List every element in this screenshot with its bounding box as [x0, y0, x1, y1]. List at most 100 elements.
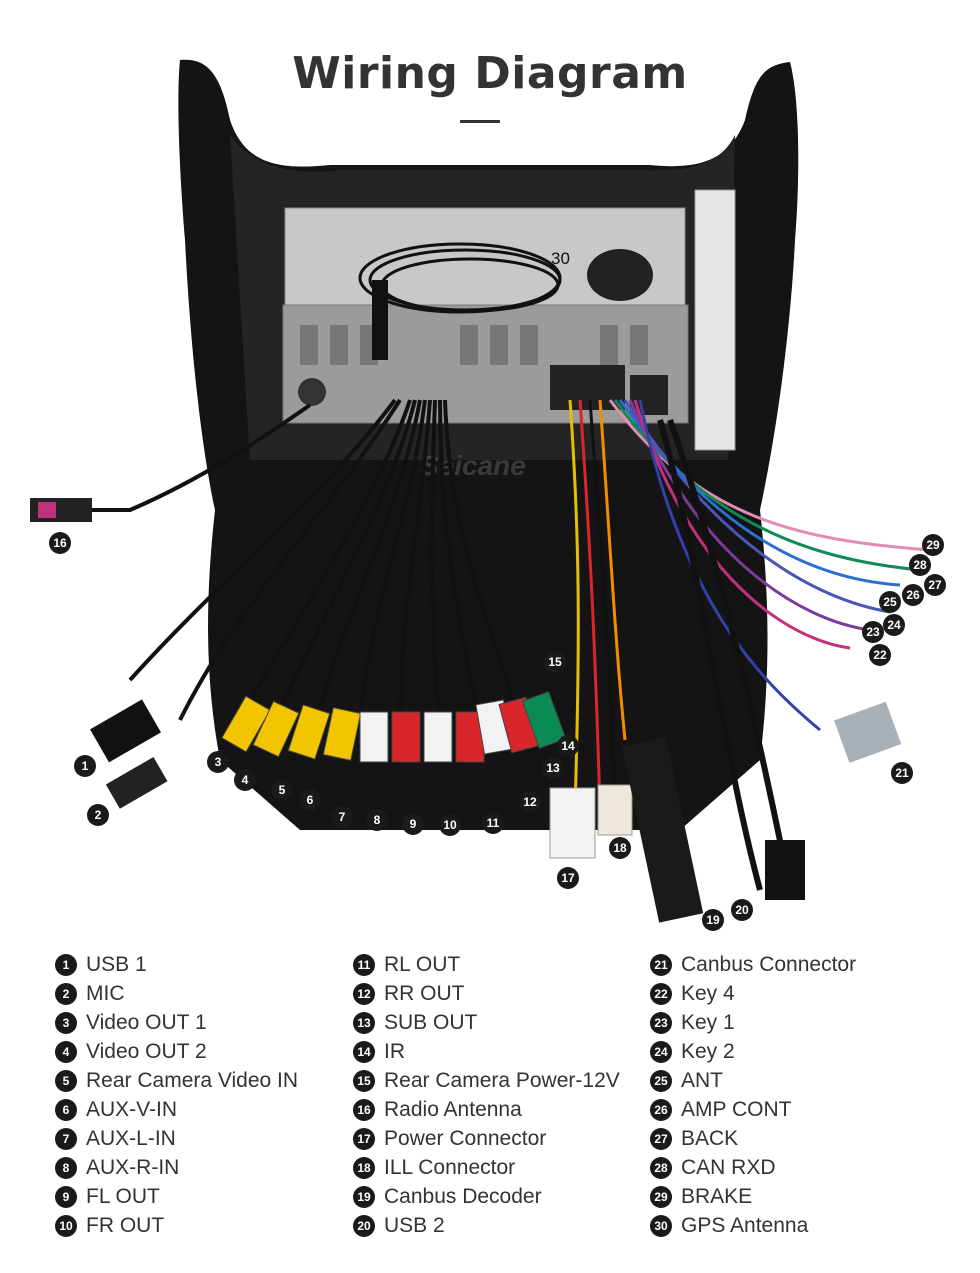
legend-number: 6	[55, 1098, 77, 1121]
legend-label: AUX-R-IN	[86, 1155, 180, 1179]
legend-label: AUX-V-IN	[86, 1097, 178, 1121]
legend-number: 25	[650, 1069, 672, 1092]
svg-text:20: 20	[735, 903, 749, 917]
legend-item: 29 BRAKE	[650, 1182, 856, 1211]
callout-19: 19	[702, 909, 724, 931]
legend-item: 30 GPS Antenna	[650, 1211, 856, 1240]
callout-29: 29	[922, 534, 944, 556]
page-title: Wiring Diagram	[292, 48, 688, 99]
callout-24: 24	[883, 614, 905, 636]
legend-number: 9	[55, 1185, 77, 1208]
legend-number: 21	[650, 953, 672, 976]
svg-text:28: 28	[913, 558, 927, 572]
legend-number: 14	[353, 1040, 375, 1063]
av-harness-cables	[128, 398, 522, 731]
radio-antenna-cable	[90, 403, 312, 512]
legend-label: Canbus Connector	[681, 952, 857, 976]
legend-item: 25 ANT	[650, 1066, 856, 1095]
callout-18: 18	[609, 837, 631, 859]
legend-number: 7	[55, 1127, 77, 1150]
legend-label: Rear Camera Power-12V	[384, 1068, 620, 1092]
callout-14: 14	[557, 735, 579, 757]
callout-9: 9	[402, 813, 424, 835]
legend-label: Rear Camera Video IN	[86, 1068, 299, 1092]
svg-text:19: 19	[706, 913, 720, 927]
wiring-diagram: Seicane	[30, 59, 946, 931]
legend-number: 10	[55, 1214, 77, 1237]
legend-item: 7 AUX-L-IN	[55, 1124, 298, 1153]
callout-30: 30	[551, 249, 570, 268]
svg-text:7: 7	[339, 810, 346, 824]
title-underline	[460, 120, 500, 123]
callout-11: 11	[482, 812, 504, 834]
svg-text:6: 6	[307, 793, 314, 807]
legend-number: 3	[55, 1011, 77, 1034]
legend-label: ANT	[681, 1068, 723, 1092]
svg-text:12: 12	[523, 795, 537, 809]
svg-text:17: 17	[561, 871, 575, 885]
svg-text:29: 29	[926, 538, 940, 552]
svg-text:8: 8	[374, 813, 381, 827]
canbus-cables	[657, 418, 793, 891]
legend-label: AMP CONT	[681, 1097, 792, 1121]
legend-label: BACK	[681, 1126, 739, 1150]
svg-text:3: 3	[215, 755, 222, 769]
legend-number: 2	[55, 982, 77, 1005]
legend-label: SUB OUT	[384, 1010, 478, 1034]
legend-number: 23	[650, 1011, 672, 1034]
callout-28: 28	[909, 554, 931, 576]
power-connector	[549, 787, 596, 859]
antenna-socket	[298, 378, 326, 406]
legend-number: 8	[55, 1156, 77, 1179]
callout-23: 23	[862, 621, 884, 643]
callout-6: 6	[299, 789, 321, 811]
callout-27: 27	[924, 574, 946, 596]
legend-label: USB 2	[384, 1213, 445, 1237]
side-bracket	[694, 189, 736, 451]
legend-number: 29	[650, 1185, 672, 1208]
svg-text:26: 26	[906, 588, 920, 602]
callout-4: 4	[234, 769, 256, 791]
legend-number: 30	[650, 1214, 672, 1237]
legend-label: AUX-L-IN	[86, 1126, 176, 1150]
legend-item: 21 Canbus Connector	[650, 950, 856, 979]
callout-16: 16	[49, 532, 71, 554]
svg-text:22: 22	[873, 648, 887, 662]
legend-number: 4	[55, 1040, 77, 1063]
svg-text:4: 4	[242, 773, 249, 787]
usb2-plug	[765, 840, 805, 900]
legend-number: 24	[650, 1040, 672, 1063]
legend-number: 11	[353, 953, 375, 976]
legend-item: 26 AMP CONT	[650, 1095, 856, 1124]
legend-label: GPS Antenna	[681, 1213, 809, 1237]
svg-text:16: 16	[53, 536, 67, 550]
callout-5: 5	[271, 779, 293, 801]
canbus-connector	[834, 701, 902, 763]
legend-number: 26	[650, 1098, 672, 1121]
ill-connector	[597, 784, 633, 836]
legend-label: BRAKE	[681, 1184, 753, 1208]
callout-15: 15	[544, 651, 566, 673]
svg-text:18: 18	[613, 841, 627, 855]
svg-text:15: 15	[548, 655, 562, 669]
legend-label: FL OUT	[86, 1184, 160, 1208]
callout-25: 25	[879, 591, 901, 613]
legend-label: Radio Antenna	[384, 1097, 522, 1121]
legend-number: 16	[353, 1098, 375, 1121]
legend-label: Video OUT 2	[86, 1039, 207, 1063]
callout-1: 1	[74, 755, 96, 777]
legend-label: CAN RXD	[681, 1155, 776, 1179]
